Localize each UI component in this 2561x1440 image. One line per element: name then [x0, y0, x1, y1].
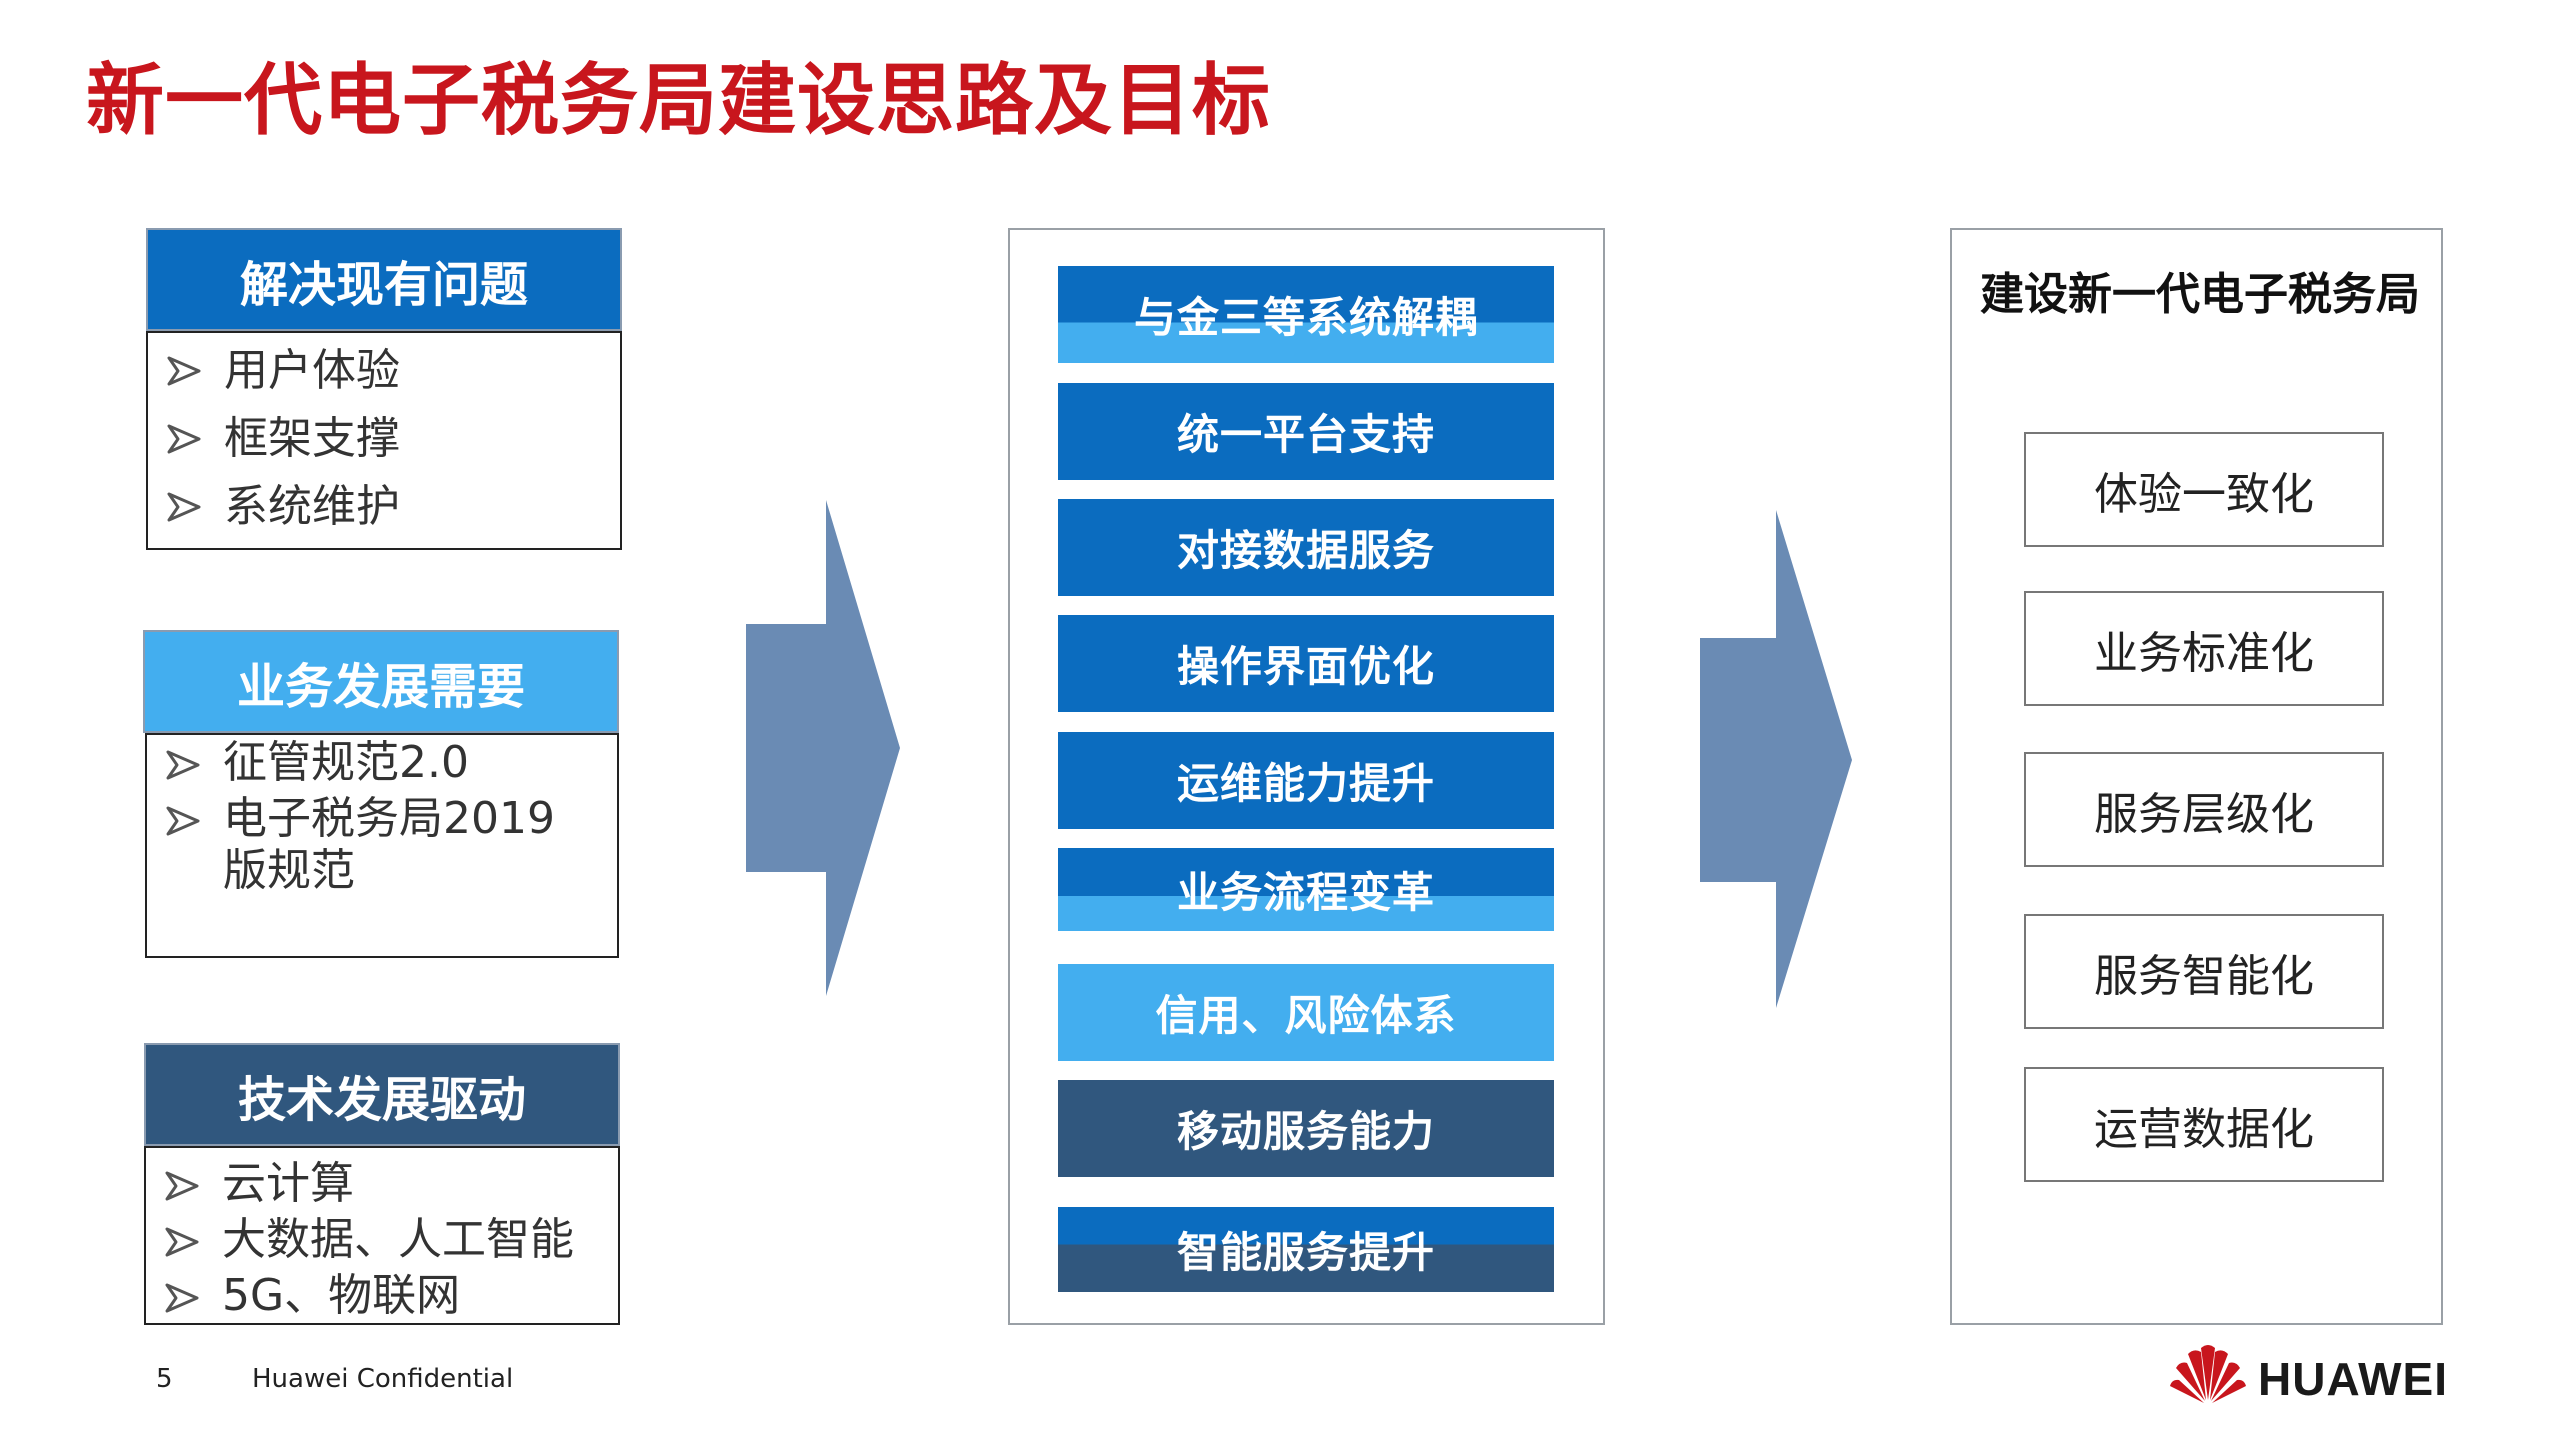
- problems-box-title: 解决现有问题: [239, 256, 528, 313]
- list-item: 5G、物联网: [164, 1270, 618, 1326]
- initiative-label: 操作界面优化: [1176, 642, 1435, 691]
- initiative-bar: 与金三等系统解耦: [1058, 266, 1554, 363]
- problems-list: 用户体验 框架支撑 系统维护: [166, 343, 620, 535]
- tech-drivers-list: 云计算 大数据、人工智能 5G、物联网: [164, 1158, 618, 1326]
- flow-arrow-left-icon: [746, 500, 900, 996]
- list-item: 大数据、人工智能: [164, 1214, 618, 1270]
- initiative-bar: 智能服务提升: [1058, 1207, 1554, 1292]
- initiative-label: 业务流程变革: [1176, 868, 1435, 917]
- goals-panel-title: 建设新一代电子税务局: [1980, 269, 2420, 320]
- arrow-bullet-icon: [166, 479, 212, 535]
- goal-box: 服务层级化: [2024, 752, 2384, 867]
- initiative-bar: 运维能力提升: [1058, 732, 1554, 829]
- goal-label: 服务智能化: [2094, 950, 2314, 1002]
- arrow-bullet-icon: [165, 793, 211, 849]
- arrow-bullet-icon: [166, 343, 212, 399]
- list-item-label: 5G、物联网: [222, 1270, 461, 1321]
- initiative-bar: 统一平台支持: [1058, 383, 1554, 480]
- flow-arrow-right-icon: [1700, 510, 1852, 1008]
- page-number: 5: [156, 1364, 173, 1394]
- list-item: 系统维护: [166, 479, 620, 535]
- initiative-label: 智能服务提升: [1176, 1228, 1435, 1277]
- arrow-bullet-icon: [164, 1270, 210, 1326]
- confidential-label: Huawei Confidential: [252, 1364, 514, 1394]
- list-item-label: 征管规范2.0: [223, 737, 469, 788]
- goal-label: 服务层级化: [2094, 788, 2314, 840]
- list-item: 电子税务局2019版规范: [165, 793, 617, 897]
- goal-label: 体验一致化: [2094, 468, 2314, 520]
- list-item: 框架支撑: [166, 411, 620, 467]
- arrow-bullet-icon: [166, 411, 212, 467]
- list-item-label: 系统维护: [224, 481, 400, 532]
- arrow-bullet-icon: [164, 1158, 210, 1214]
- initiative-label: 移动服务能力: [1176, 1107, 1435, 1156]
- initiative-bar: 信用、风险体系: [1058, 964, 1554, 1061]
- arrow-bullet-icon: [165, 737, 211, 793]
- initiative-label: 与金三等系统解耦: [1133, 293, 1478, 342]
- goal-box: 业务标准化: [2024, 591, 2384, 706]
- list-item-label: 电子税务局2019版规范: [223, 793, 555, 896]
- huawei-logo-text: HUAWEI: [2258, 1353, 2448, 1405]
- initiative-bar: 对接数据服务: [1058, 499, 1554, 596]
- list-item-label: 大数据、人工智能: [222, 1214, 574, 1265]
- tech-drivers-box-header: 技术发展驱动: [144, 1043, 620, 1146]
- initiative-label: 运维能力提升: [1176, 759, 1435, 808]
- initiative-bar: 移动服务能力: [1058, 1080, 1554, 1177]
- business-needs-box-header: 业务发展需要: [143, 630, 619, 733]
- problems-box-header: 解决现有问题: [146, 228, 622, 331]
- page-title: 新一代电子税务局建设思路及目标: [86, 56, 1272, 146]
- business-needs-box-title: 业务发展需要: [236, 658, 525, 715]
- arrow-bullet-icon: [164, 1214, 210, 1270]
- list-item: 用户体验: [166, 343, 620, 399]
- list-item-label: 云计算: [222, 1158, 354, 1209]
- goal-box: 体验一致化: [2024, 432, 2384, 547]
- initiative-label: 信用、风险体系: [1155, 991, 1457, 1040]
- list-item: 征管规范2.0: [165, 737, 617, 793]
- problems-box-body: 用户体验 框架支撑 系统维护: [146, 331, 622, 550]
- huawei-logo: HUAWEI: [2168, 1338, 2448, 1418]
- business-needs-box-body: 征管规范2.0 电子税务局2019版规范: [145, 733, 619, 958]
- goal-box: 运营数据化: [2024, 1067, 2384, 1182]
- tech-drivers-box-title: 技术发展驱动: [237, 1071, 526, 1128]
- goal-box: 服务智能化: [2024, 914, 2384, 1029]
- list-item-label: 用户体验: [224, 345, 400, 396]
- huawei-petals-icon: [2170, 1345, 2246, 1403]
- list-item-label: 框架支撑: [224, 413, 400, 464]
- goal-label: 运营数据化: [2094, 1103, 2314, 1155]
- goal-label: 业务标准化: [2094, 627, 2314, 679]
- business-needs-list: 征管规范2.0 电子税务局2019版规范: [165, 737, 617, 897]
- tech-drivers-box-body: 云计算 大数据、人工智能 5G、物联网: [144, 1146, 620, 1325]
- initiative-label: 统一平台支持: [1176, 410, 1435, 459]
- initiative-bar: 操作界面优化: [1058, 615, 1554, 712]
- list-item: 云计算: [164, 1158, 618, 1214]
- initiative-bar: 业务流程变革: [1058, 848, 1554, 931]
- initiative-label: 对接数据服务: [1176, 526, 1435, 575]
